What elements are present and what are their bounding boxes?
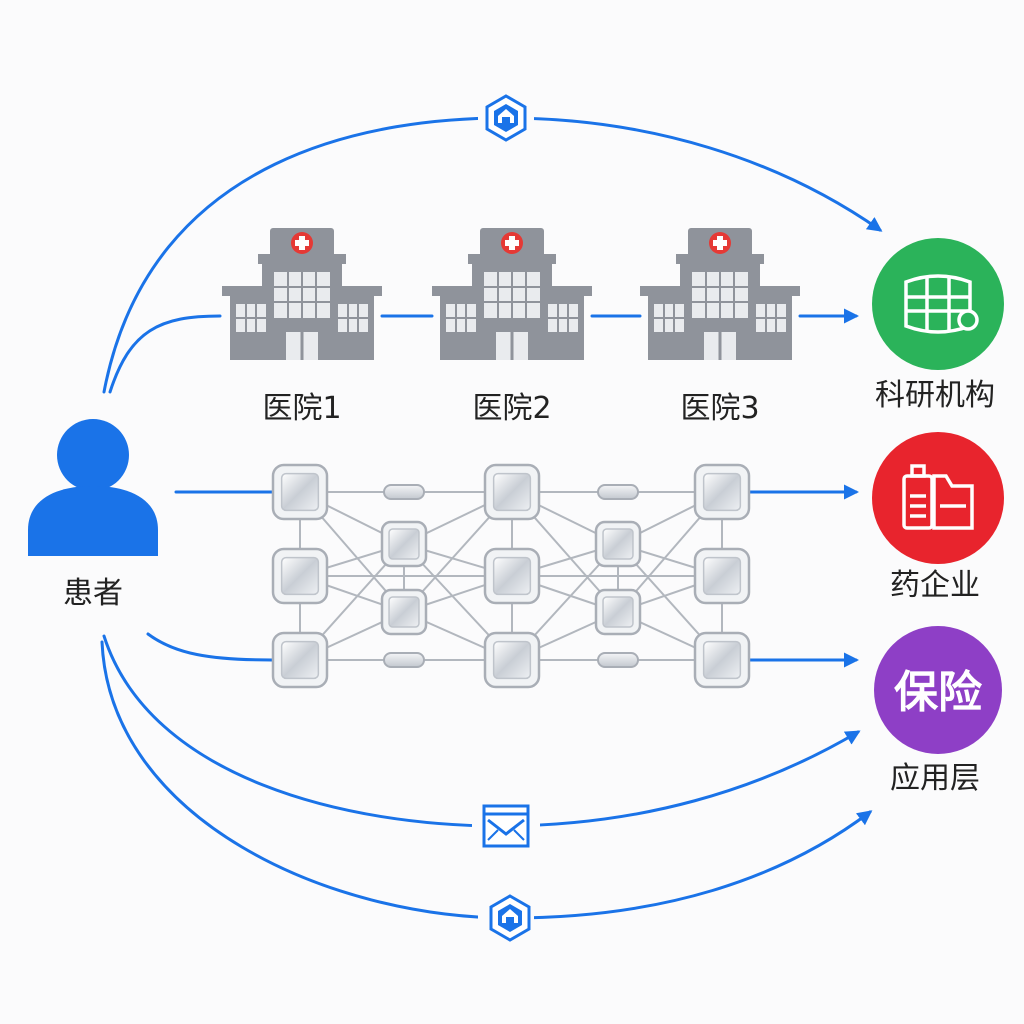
- network-node-small: [594, 520, 642, 568]
- network-nodes: [271, 463, 751, 689]
- network-node: [693, 631, 751, 689]
- destination-application: 保险 应用层: [874, 626, 1002, 796]
- network-node-small: [380, 588, 428, 636]
- network-connectors: [383, 484, 639, 668]
- network-connector: [597, 484, 639, 500]
- hospital-label: 医院3: [680, 391, 759, 426]
- network-connector: [383, 484, 425, 500]
- hospital-icon: [430, 226, 594, 362]
- application-label: 应用层: [890, 761, 980, 796]
- folder-document-icon: [902, 464, 974, 530]
- envelope-icon: [472, 800, 540, 852]
- network-node: [483, 463, 541, 521]
- hospital-2: 医院2: [430, 226, 594, 426]
- curve-patient-to-network-bottom: [146, 632, 274, 662]
- hospital-1: 医院1: [220, 226, 384, 426]
- research-badge: [872, 238, 1004, 370]
- pharma-label: 药企业: [890, 568, 980, 603]
- hospital-icon: [638, 226, 802, 362]
- research-grid-icon: [904, 274, 979, 334]
- network-node: [271, 547, 329, 605]
- hospital-label: 医院1: [262, 391, 341, 426]
- network-node: [271, 463, 329, 521]
- insurance-badge-icon: [874, 626, 1002, 754]
- arc-bottom-to-application: [100, 640, 873, 920]
- hospital-label: 医院2: [472, 391, 551, 426]
- curve-patient-to-hospital1: [108, 314, 222, 394]
- research-label: 科研机构: [875, 378, 995, 413]
- patient-node: 患者: [28, 419, 158, 611]
- hexagon-data-icon: [478, 893, 534, 943]
- network-node: [693, 547, 751, 605]
- hospital-icon: [220, 226, 384, 362]
- patient-label: 患者: [63, 576, 123, 611]
- destination-research: 科研机构: [872, 238, 1004, 413]
- network-connector: [597, 652, 639, 668]
- network-node: [483, 631, 541, 689]
- network-node: [693, 463, 751, 521]
- network-connector: [383, 652, 425, 668]
- hexagon-data-icon: [478, 93, 534, 143]
- network-node-small: [380, 520, 428, 568]
- hospital-3: 医院3: [638, 226, 802, 426]
- insurance-badge-text: 保险: [894, 667, 983, 718]
- user-icon: [28, 419, 158, 556]
- destination-pharma: 药企业: [872, 432, 1004, 603]
- network-node-small: [594, 588, 642, 636]
- network-node: [483, 547, 541, 605]
- network-mesh: [271, 463, 751, 689]
- pharma-badge: [872, 432, 1004, 564]
- network-node: [271, 631, 329, 689]
